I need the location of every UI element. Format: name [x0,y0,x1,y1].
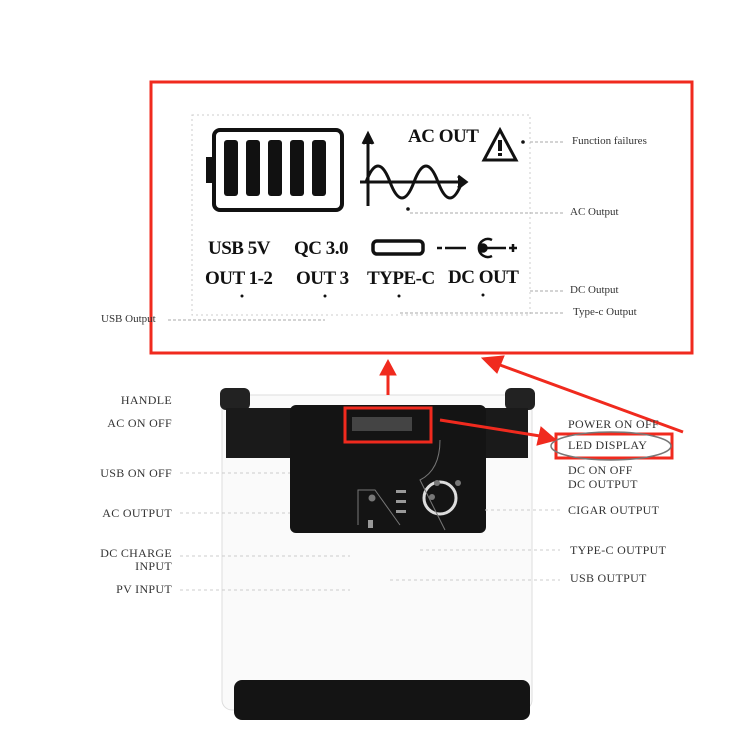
callout-leaders [168,141,565,321]
label-dc-on-off: DC ON OFF [568,463,633,477]
dc-jack-icon [437,237,517,259]
label-ac-output: AC OUTPUT [102,506,172,520]
pointer-arrows [379,355,684,446]
led-display-highlight-box [343,406,433,444]
type-c-label: TYPE-C [367,268,435,289]
warning-triangle-icon [481,126,519,162]
callout-usb-output: USB Output [101,313,156,325]
dc-out-label: DC OUT [448,267,519,288]
label-power-on-off: POWER ON OFF [568,417,659,431]
battery-icon [206,128,344,212]
callout-dc-output: DC Output [570,284,619,296]
callout-function-failures: Function failures [572,135,647,147]
label-handle: HANDLE [120,393,172,407]
power-station-illustration [220,388,535,720]
type-c-port-icon [371,239,425,256]
handle-left [220,388,250,410]
label-pv-input: PV INPUT [116,582,172,596]
label-type-c-output: TYPE-C OUTPUT [570,543,667,557]
label-dc-charge-input: INPUT [135,559,172,573]
ac-out-label: AC OUT [408,126,479,147]
label-ac-on-off: AC ON OFF [107,416,172,430]
ac-sine-wave-icon [360,130,469,206]
label-led-display: LED DISPLAY [568,438,648,452]
label-usb-on-off: USB ON OFF [100,466,172,480]
qc-30-label: QC 3.0 [294,238,349,259]
zoom-highlight-box [149,80,694,355]
callout-ac-output: AC Output [570,206,619,218]
panel-frame [191,114,531,316]
out-3-label: OUT 3 [296,268,349,289]
label-dc-output: DC OUTPUT [568,477,638,491]
led-label-highlight-box [554,432,674,460]
cigar-socket [422,480,458,516]
out-1-2-label: OUT 1-2 [205,268,273,289]
label-usb-output: USB OUTPUT [570,571,647,585]
callout-type-c-output: Type-c Output [573,306,637,318]
handle-right [505,388,535,410]
label-cigar-output: CIGAR OUTPUT [568,503,660,517]
base [234,680,530,720]
usb-5v-label: USB 5V [208,238,270,259]
control-panel [290,405,486,533]
label-dc-charge: DC CHARGE [100,546,172,560]
